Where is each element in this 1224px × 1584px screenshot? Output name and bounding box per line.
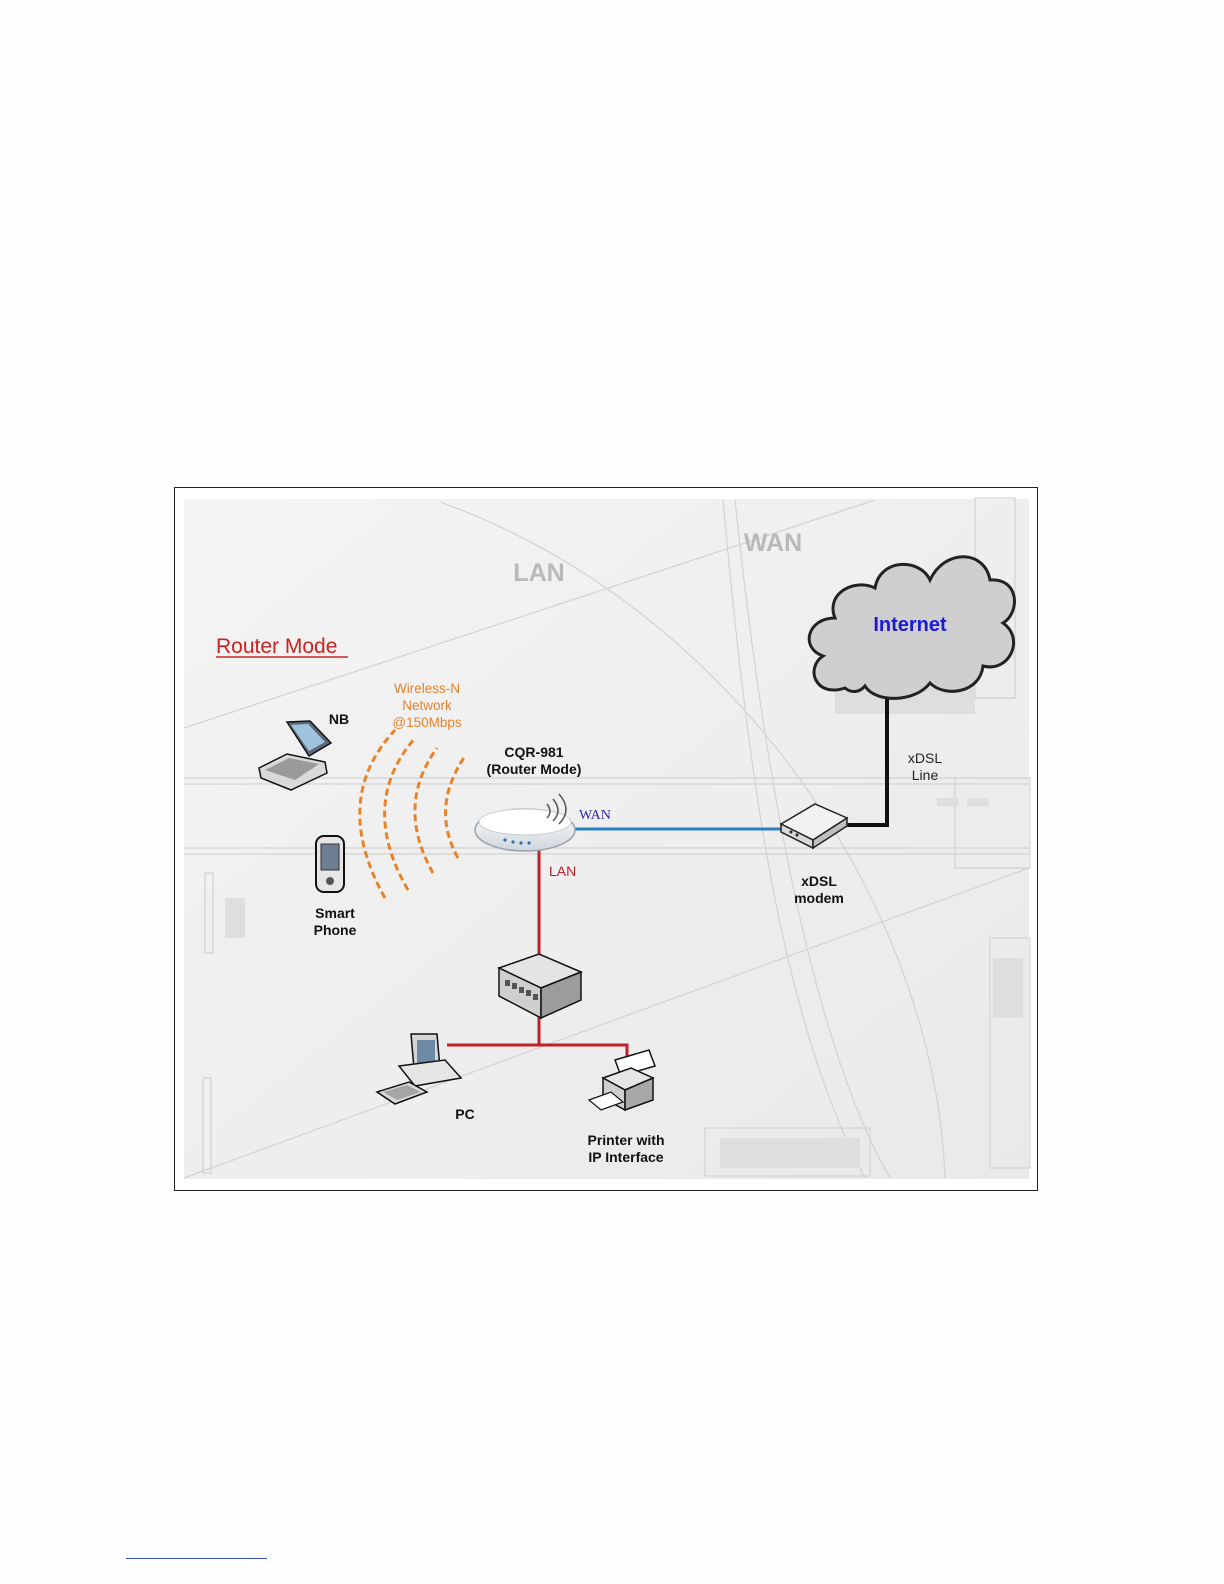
modem-label-1: xDSL [801,873,837,889]
router-label-2: (Router Mode) [487,761,582,777]
lan-port-label: LAN [549,863,576,879]
router-label-1: CQR-981 [504,744,563,760]
modem-label-2: modem [794,890,844,906]
lan-zone-label: LAN [513,559,564,587]
wireless-label-2: Network [402,698,452,713]
pc-label: PC [455,1106,474,1122]
wan-port-label: WAN [579,808,611,823]
network-diagram-frame: LAN WAN Router Mode Internet xDSL Line x… [174,487,1038,1191]
mode-title: Router Mode [216,635,337,658]
wan-zone-label: WAN [744,529,802,557]
notebook-label: NB [329,711,349,727]
internet-label: Internet [873,614,947,636]
smartphone-label-1: Smart [315,905,355,921]
wireless-label-3: @150Mbps [392,715,461,730]
printer-label-1: Printer with [587,1132,664,1148]
footnote-separator [126,1558,267,1559]
router-mode-diagram: LAN WAN Router Mode Internet xDSL Line x… [175,488,1037,1190]
xdsl-line-label-1: xDSL [908,750,942,766]
smartphone-label-2: Phone [314,922,357,938]
smartphone-icon [316,836,344,892]
xdsl-line-label-2: Line [912,767,939,783]
printer-label-2: IP Interface [588,1149,663,1165]
wireless-label-1: Wireless-N [394,681,460,696]
